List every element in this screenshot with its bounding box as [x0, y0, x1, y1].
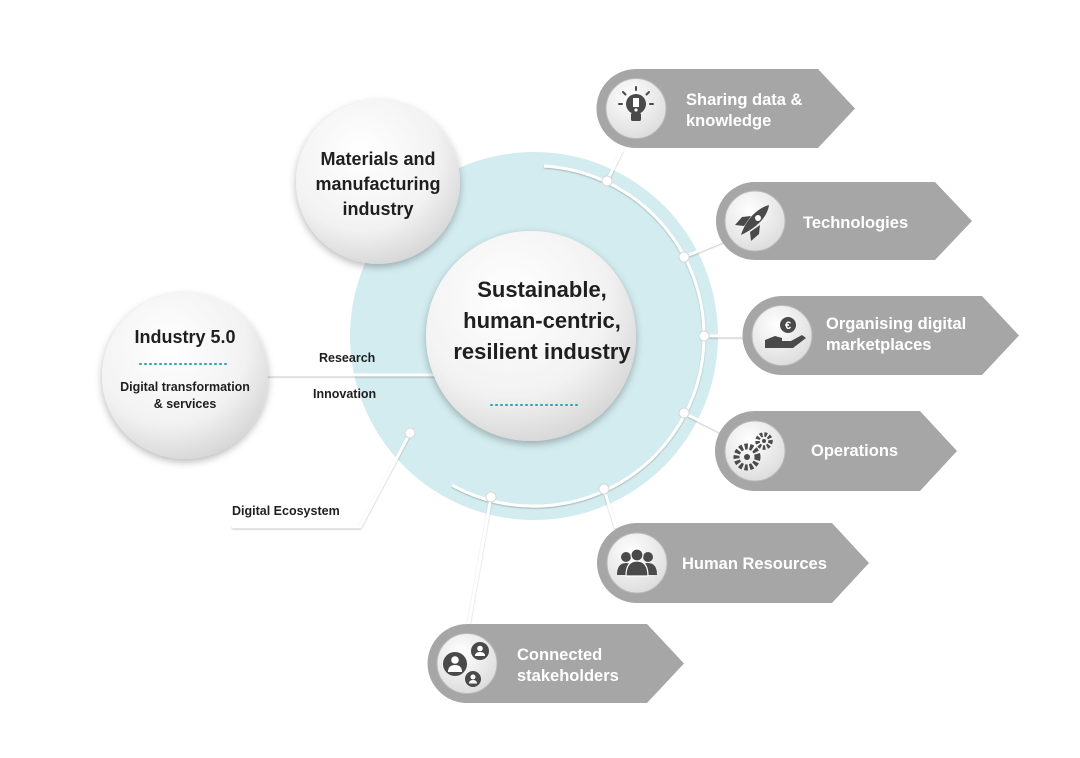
banner-marketplaces: €: [742, 296, 1019, 375]
banner-human-resources: [597, 523, 869, 603]
research-label: Research: [319, 351, 376, 365]
materials-line-2: manufacturing: [315, 174, 441, 194]
gears-icon: [733, 432, 773, 471]
center-line-1: Sustainable,: [477, 277, 607, 302]
stakeholders-label: Connected stakeholders: [517, 645, 667, 687]
center-sphere-label: Sustainable, human-centric, resilient in…: [432, 274, 652, 367]
banner-technologies: [716, 182, 972, 260]
stakeholders-line-2: stakeholders: [517, 667, 619, 685]
industry50-subtitle: Digital transformation & services: [108, 379, 262, 413]
industry50-sphere: [102, 293, 268, 459]
digital-ecosystem-label: Digital Ecosystem: [232, 504, 340, 518]
technologies-label: Technologies: [803, 213, 953, 234]
sharing-data-label: Sharing data & knowledge: [686, 90, 836, 132]
center-line-2: human-centric,: [463, 308, 621, 333]
technologies-line-1: Technologies: [803, 214, 909, 232]
banner-stakeholders: [427, 624, 684, 703]
materials-sphere: [296, 100, 460, 264]
marketplaces-line-1: Organising digital: [826, 315, 967, 333]
sharing-line-2: knowledge: [686, 112, 772, 130]
materials-sphere-label: Materials and manufacturing industry: [300, 147, 456, 222]
human-resources-line-1: Human Resources: [682, 555, 827, 573]
sharing-line-1: Sharing data &: [686, 91, 803, 109]
rocket-icon: [735, 205, 769, 241]
ring-arcs: [451, 164, 706, 508]
banner-sharing: [596, 69, 855, 148]
svg-text:€: €: [785, 320, 791, 332]
materials-line-3: industry: [342, 199, 414, 219]
people-icon: [617, 548, 657, 577]
euro-hand-icon: €: [765, 317, 806, 348]
marketplaces-line-2: marketplaces: [826, 336, 932, 354]
connector-lines: [232, 149, 745, 629]
innovation-label: Innovation: [313, 387, 377, 401]
human-resources-label: Human Resources: [682, 554, 857, 575]
network-people-icon: [443, 642, 489, 687]
operations-line-1: Operations: [811, 442, 899, 460]
center-sphere: [426, 231, 636, 441]
industry50-subtitle-line-1: Digital transformation: [120, 380, 250, 394]
marketplaces-label: Organising digital marketplaces: [826, 314, 1001, 356]
lightbulb-icon: [618, 86, 654, 121]
industry50-title: Industry 5.0: [134, 327, 236, 347]
industry50-subtitle-line-2: & services: [153, 397, 217, 411]
stakeholders-line-1: Connected: [517, 646, 603, 664]
operations-label: Operations: [811, 441, 941, 462]
banner-operations: [715, 411, 957, 491]
center-line-3: resilient industry: [453, 339, 631, 364]
materials-line-1: Materials and: [320, 149, 436, 169]
